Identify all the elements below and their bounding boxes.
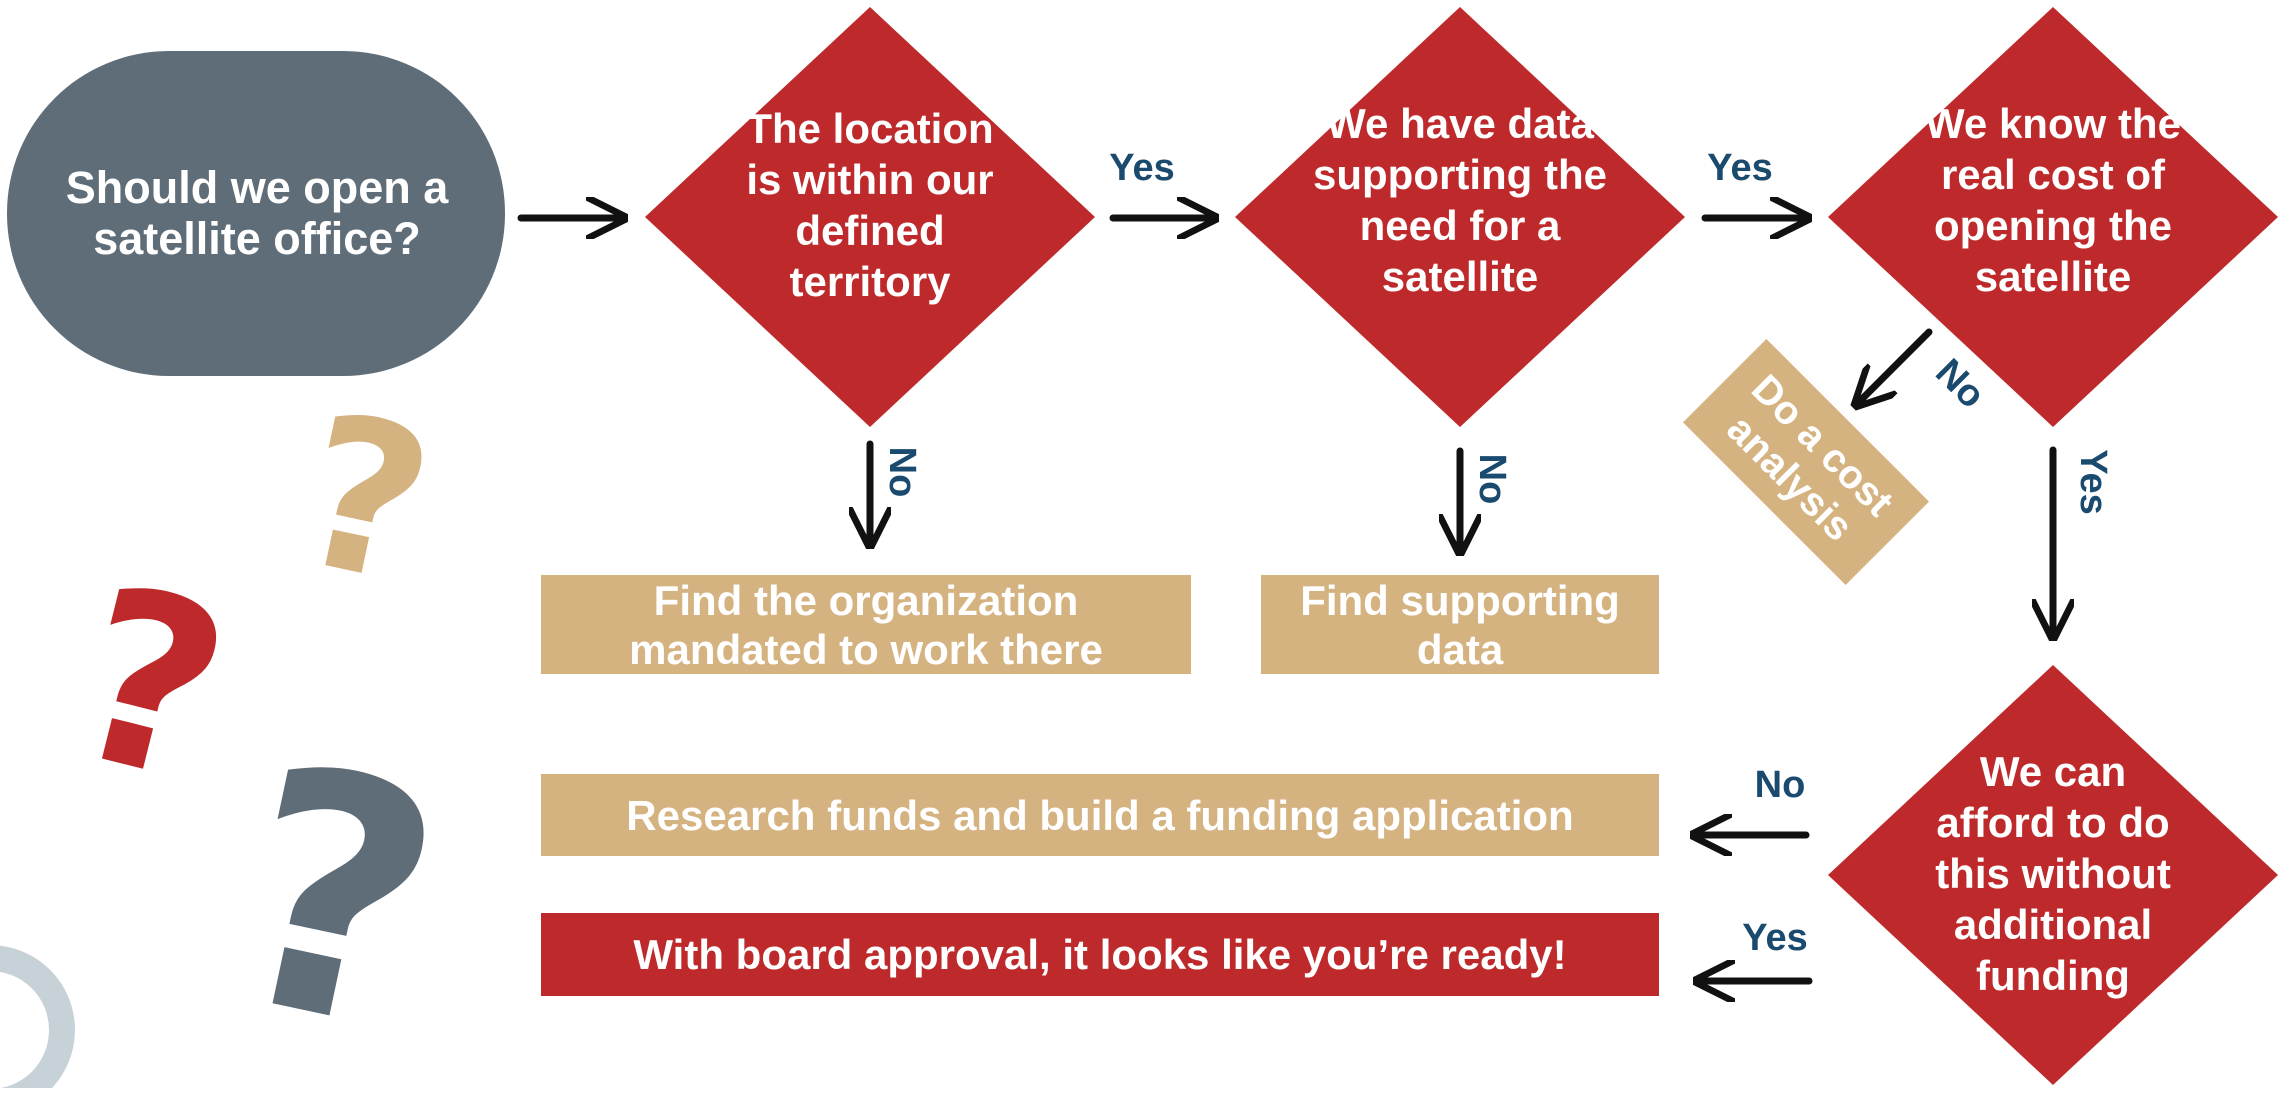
decision-cost: We know the real cost of opening the sat…: [1925, 100, 2181, 300]
outcome-find-data: Find supporting data: [1300, 576, 1620, 673]
arrow-cost-to-cost-analysis: [1856, 328, 1933, 405]
decision-afford: We can afford to do this without additio…: [1935, 747, 2171, 999]
edge-label-yes-data: Yes: [1707, 147, 1773, 189]
edge-label-yes-territory: Yes: [1109, 147, 1175, 189]
outcome-ready-shape: [541, 913, 1659, 996]
decision-data: We have data supporting the need for a s…: [1313, 100, 1607, 300]
edge-label-yes-cost: Yes: [2072, 449, 2114, 515]
outcome-research-funds-shape: [541, 774, 1659, 856]
edge-label-yes-afford: Yes: [1742, 917, 1808, 959]
outcome-find-data-shape: [1261, 575, 1659, 674]
decision-afford-shape: [1828, 665, 2278, 1085]
outcome-find-org-shape: [541, 575, 1191, 674]
edge-label-no-data: No: [1471, 454, 1513, 505]
edge-label-no-afford: No: [1754, 764, 1806, 806]
start-node: Should we open a satellite office?: [65, 161, 449, 264]
decision-cost-shape: [1828, 7, 2278, 427]
flowchart-canvas: No No No Yes: [0, 7, 2278, 1088]
start-pill-shape: [7, 51, 505, 376]
edge-label-no-territory: No: [881, 447, 923, 498]
outcome-find-org: Find the organization mandated to work t…: [629, 576, 1103, 673]
decision-data-shape: [1235, 7, 1685, 427]
decision-territory-shape: [645, 7, 1095, 427]
outcome-cost-analysis-shape: [1682, 338, 1930, 586]
outcome-ready: With board approval, it looks like you’r…: [633, 931, 1567, 978]
outcome-research-funds: Research funds and build a funding appli…: [626, 791, 1574, 839]
decorative-ring: [0, 945, 75, 1088]
decision-territory: The location is within our defined terri…: [746, 105, 994, 305]
